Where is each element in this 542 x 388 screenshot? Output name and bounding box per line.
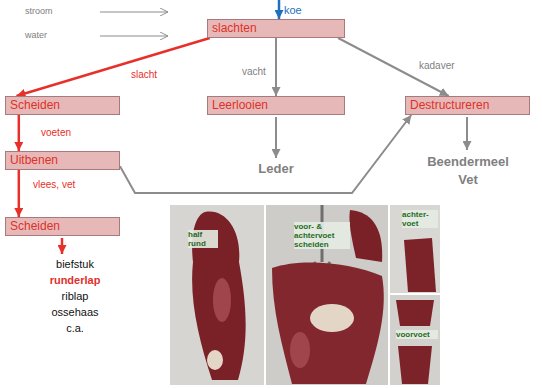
edge-label: voeten	[40, 127, 72, 139]
box-text: Scheiden	[10, 98, 115, 113]
output-arrow	[466, 117, 468, 150]
photo-ground	[170, 205, 264, 385]
fore-leg	[398, 346, 432, 384]
process-box: Leerlooien	[207, 96, 345, 115]
edge-label: vlees, vet	[32, 179, 76, 191]
process-box: Destructureren	[405, 96, 530, 115]
carcass-detail	[290, 332, 310, 368]
photo-ground	[390, 295, 440, 385]
legend-text: stroom	[25, 6, 53, 17]
input-arrow	[278, 0, 281, 19]
box-text: Leerlooien	[212, 98, 340, 113]
product-label: ossehaas	[25, 305, 125, 319]
legend-arrow	[100, 12, 168, 13]
carcass-detail	[213, 278, 231, 322]
photo-ground	[266, 205, 388, 385]
box-text: Uitbenen	[10, 153, 115, 168]
output-arrow	[61, 238, 64, 254]
product-label: c.a.	[25, 321, 125, 335]
output-label: Beendermeel Vet	[423, 153, 513, 189]
fat	[310, 304, 354, 332]
product-label: runderlap	[25, 273, 125, 287]
carcass	[349, 210, 382, 262]
output-arrow	[275, 117, 277, 158]
product-label: biefstuk	[25, 257, 125, 271]
photo-label: voorvoet	[396, 330, 438, 339]
fore-leg	[396, 300, 434, 326]
process-box: slachten	[207, 19, 345, 38]
flow-arrow	[275, 38, 277, 96]
flow-arrow	[17, 38, 210, 96]
output-label: Leder	[236, 161, 316, 177]
photo	[170, 205, 440, 385]
edge-label: vacht	[241, 66, 267, 78]
legend-text: water	[25, 30, 47, 41]
flow-arrow	[18, 115, 21, 151]
process-box: Scheiden	[5, 96, 120, 115]
box-text: Destructureren	[410, 98, 525, 113]
product-label: riblap	[25, 289, 125, 303]
legend-arrow	[100, 36, 168, 37]
flow-arrow	[18, 170, 21, 217]
carcass	[272, 262, 384, 384]
photo-label: half rund	[188, 230, 218, 248]
box-text: slachten	[212, 21, 340, 36]
photo-label: achter- voet	[402, 210, 438, 228]
output-label: koe	[284, 4, 324, 17]
hind-leg	[404, 238, 436, 292]
process-box: Scheiden	[5, 217, 120, 236]
fat	[207, 350, 223, 370]
photo-label: voor- & achtervoet scheiden	[294, 222, 350, 249]
edge-label: slacht	[130, 69, 158, 81]
photo-ground	[390, 205, 440, 293]
edge-label: kadaver	[418, 60, 456, 72]
flow-arrow	[120, 115, 411, 193]
process-box: Uitbenen	[5, 151, 120, 170]
box-text: Scheiden	[10, 219, 115, 234]
